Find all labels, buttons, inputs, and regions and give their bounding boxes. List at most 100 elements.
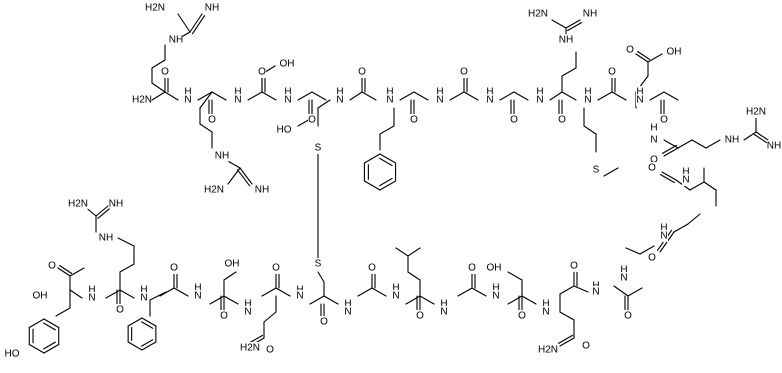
atom-label-n: N: [244, 307, 251, 318]
bond-line: [603, 167, 619, 177]
atom-label-n: N: [336, 95, 343, 106]
atom-label-oh: OH: [280, 59, 295, 70]
bond-line: [513, 91, 529, 101]
atom-label-h2n: H2N: [538, 345, 558, 356]
amide-n: N: [184, 95, 191, 106]
bond-line: [691, 139, 707, 149]
bond-line: [561, 91, 577, 101]
bond-line: [371, 287, 387, 297]
atom-label-n: N: [636, 95, 643, 106]
atom-label-halo: [314, 142, 322, 154]
ring-bond: [43, 343, 60, 354]
bond-line: [413, 91, 429, 101]
double-bond-line: [189, 13, 203, 33]
atom-label-halo: [194, 282, 202, 294]
atom-label-n: N: [88, 293, 95, 304]
bond-line: [151, 91, 166, 101]
bond-line: [663, 139, 679, 149]
bond-line: [639, 245, 655, 255]
bond-line: [317, 99, 331, 109]
atom-label-o: O: [368, 263, 376, 274]
atom-label-halo: [386, 86, 394, 98]
double-bond-line: [635, 53, 649, 63]
atom-label-n: N: [492, 291, 499, 302]
atom-label-o: O: [272, 263, 280, 274]
bond-line: [689, 181, 705, 191]
atom-label-halo: [660, 222, 668, 234]
atom-label-halo: [320, 316, 328, 328]
atom-label-n: N: [486, 95, 493, 106]
atom-label-halo: [626, 44, 634, 56]
atom-label-halo: [440, 306, 448, 318]
atom-label-halo: [234, 94, 242, 106]
atom-label-halo: [536, 94, 544, 106]
atom-label-halo: [648, 252, 656, 264]
atom-label-ho: HO: [5, 349, 20, 360]
atom-label-halo: [636, 86, 644, 98]
atom-label-n: N: [542, 307, 549, 318]
atom-label-halo: [220, 310, 228, 322]
atom-label-h2n: H2N: [68, 199, 88, 210]
bond-line: [309, 295, 325, 305]
amide-h: H: [184, 87, 191, 98]
atom-label-nh: NH: [99, 233, 113, 244]
atom-label-halo: [266, 344, 274, 356]
atom-label-halo: [486, 94, 494, 106]
bond-layer: [28, 13, 769, 354]
atom-label-halo: [682, 166, 690, 178]
n-terminal-amine: H2N: [132, 95, 152, 106]
atom-label-h: H: [392, 283, 399, 294]
ring-inner-bond: [379, 177, 393, 187]
double-bond-line: [237, 169, 251, 187]
atom-label-halo: [109, 198, 123, 210]
atom-label-halo: [140, 284, 148, 296]
atom-label-halo: [620, 264, 628, 276]
double-bond-line: [755, 131, 769, 141]
atom-label-n: N: [660, 231, 667, 242]
atom-label-halo: [244, 306, 252, 318]
bond-line: [275, 287, 291, 297]
double-bond-line: [753, 133, 767, 144]
atom-label-halo: [746, 106, 766, 118]
atom-label-h: H: [584, 87, 591, 98]
double-bond-line: [659, 174, 676, 184]
atom-label-nh: NH: [205, 3, 219, 14]
bond-line: [743, 131, 757, 141]
atom-label-h: H: [344, 299, 351, 310]
atom-label-o: O: [266, 345, 274, 356]
atom-label-o: O: [582, 341, 590, 352]
atom-label-nh: NH: [169, 35, 183, 46]
atom-label-o: O: [220, 311, 228, 322]
atom-label-halo: [255, 184, 269, 196]
atom-label-h: H: [244, 299, 251, 310]
bond-line: [261, 287, 277, 297]
atom-label-n: N: [620, 273, 627, 284]
atom-label-halo: [296, 290, 304, 302]
atom-label-halo: [88, 284, 96, 296]
atom-label-halo: [682, 174, 690, 186]
atom-label-nh: NH: [767, 141, 781, 152]
atom-label-halo: [620, 272, 628, 284]
bond-line: [449, 91, 465, 101]
double-bond-line: [95, 205, 109, 217]
atom-label-halo: [240, 342, 260, 354]
atom-label-n: N: [284, 95, 291, 106]
double-bond-line: [637, 50, 651, 61]
double-bond-line: [566, 22, 583, 32]
atom-label-o: O: [48, 261, 56, 272]
bond-line: [463, 91, 479, 101]
double-bond-line: [57, 267, 71, 277]
atom-label-h: H: [336, 87, 343, 98]
bond-line: [703, 181, 717, 191]
atom-label-halo: [272, 262, 280, 274]
atom-label-halo: [487, 262, 501, 274]
bond-line: [663, 91, 679, 101]
atom-label-h: H: [650, 123, 657, 134]
bond-line: [105, 289, 121, 299]
atom-label-halo: [436, 94, 444, 106]
atom-label-halo: [468, 262, 476, 274]
ring-bond: [141, 341, 157, 351]
bond-line: [705, 139, 721, 149]
atom-label-halo: [392, 290, 400, 302]
